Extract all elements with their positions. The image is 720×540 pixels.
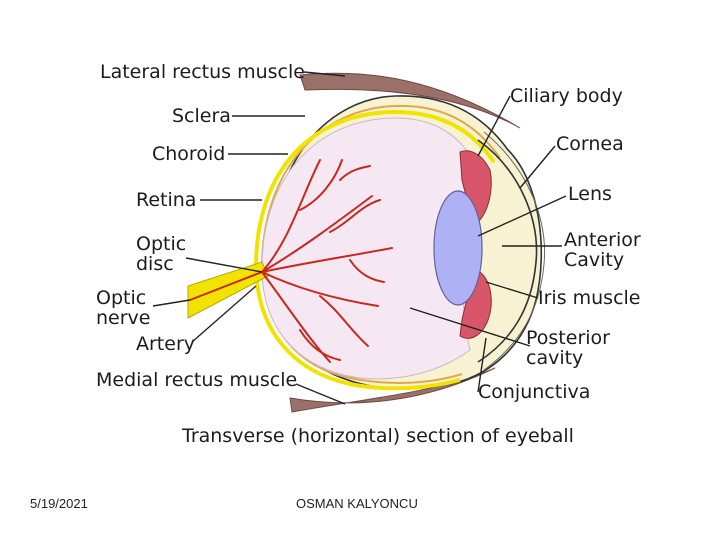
lens-shape xyxy=(433,190,483,306)
label-optic-nerve-line1: Optic xyxy=(96,287,146,309)
label-optic-nerve-line2: nerve xyxy=(96,307,150,329)
label-lateral-rectus-muscle: Lateral rectus muscle xyxy=(100,61,305,83)
label-posterior-cavity-line1: Posterior xyxy=(526,327,610,349)
leader-lines xyxy=(152,71,567,405)
label-choroid: Choroid xyxy=(152,143,225,165)
optic-nerve-shape xyxy=(187,261,269,319)
diagram-caption: Transverse (horizontal) section of eyeba… xyxy=(181,425,574,447)
label-anterior-cavity-line1: Anterior xyxy=(564,229,641,251)
label-sclera: Sclera xyxy=(172,105,231,127)
label-cornea: Cornea xyxy=(556,133,624,155)
lateral-rectus-muscle-shape xyxy=(299,72,521,129)
medial-rectus-muscle-shape xyxy=(289,367,496,413)
label-optic-disc-line2: disc xyxy=(136,253,174,275)
label-lens: Lens xyxy=(568,183,612,205)
label-ciliary-body: Ciliary body xyxy=(510,85,623,107)
label-optic-disc-line1: Optic xyxy=(136,233,186,255)
label-posterior-cavity-line2: cavity xyxy=(526,347,583,369)
label-medial-rectus-muscle: Medial rectus muscle xyxy=(96,369,297,391)
label-artery: Artery xyxy=(136,333,195,355)
retinal-vessels xyxy=(189,159,393,363)
conjunctiva-shape xyxy=(483,131,546,371)
footer-date: 5/19/2021 xyxy=(30,496,88,511)
label-anterior-cavity-line2: Cavity xyxy=(564,249,624,271)
label-retina: Retina xyxy=(136,189,196,211)
label-conjunctiva: Conjunctiva xyxy=(478,381,590,403)
label-iris-muscle: Iris muscle xyxy=(538,287,641,309)
cornea-shape xyxy=(477,139,538,363)
retina-shape xyxy=(254,109,496,391)
footer-author: OSMAN KALYONCU xyxy=(296,496,418,511)
